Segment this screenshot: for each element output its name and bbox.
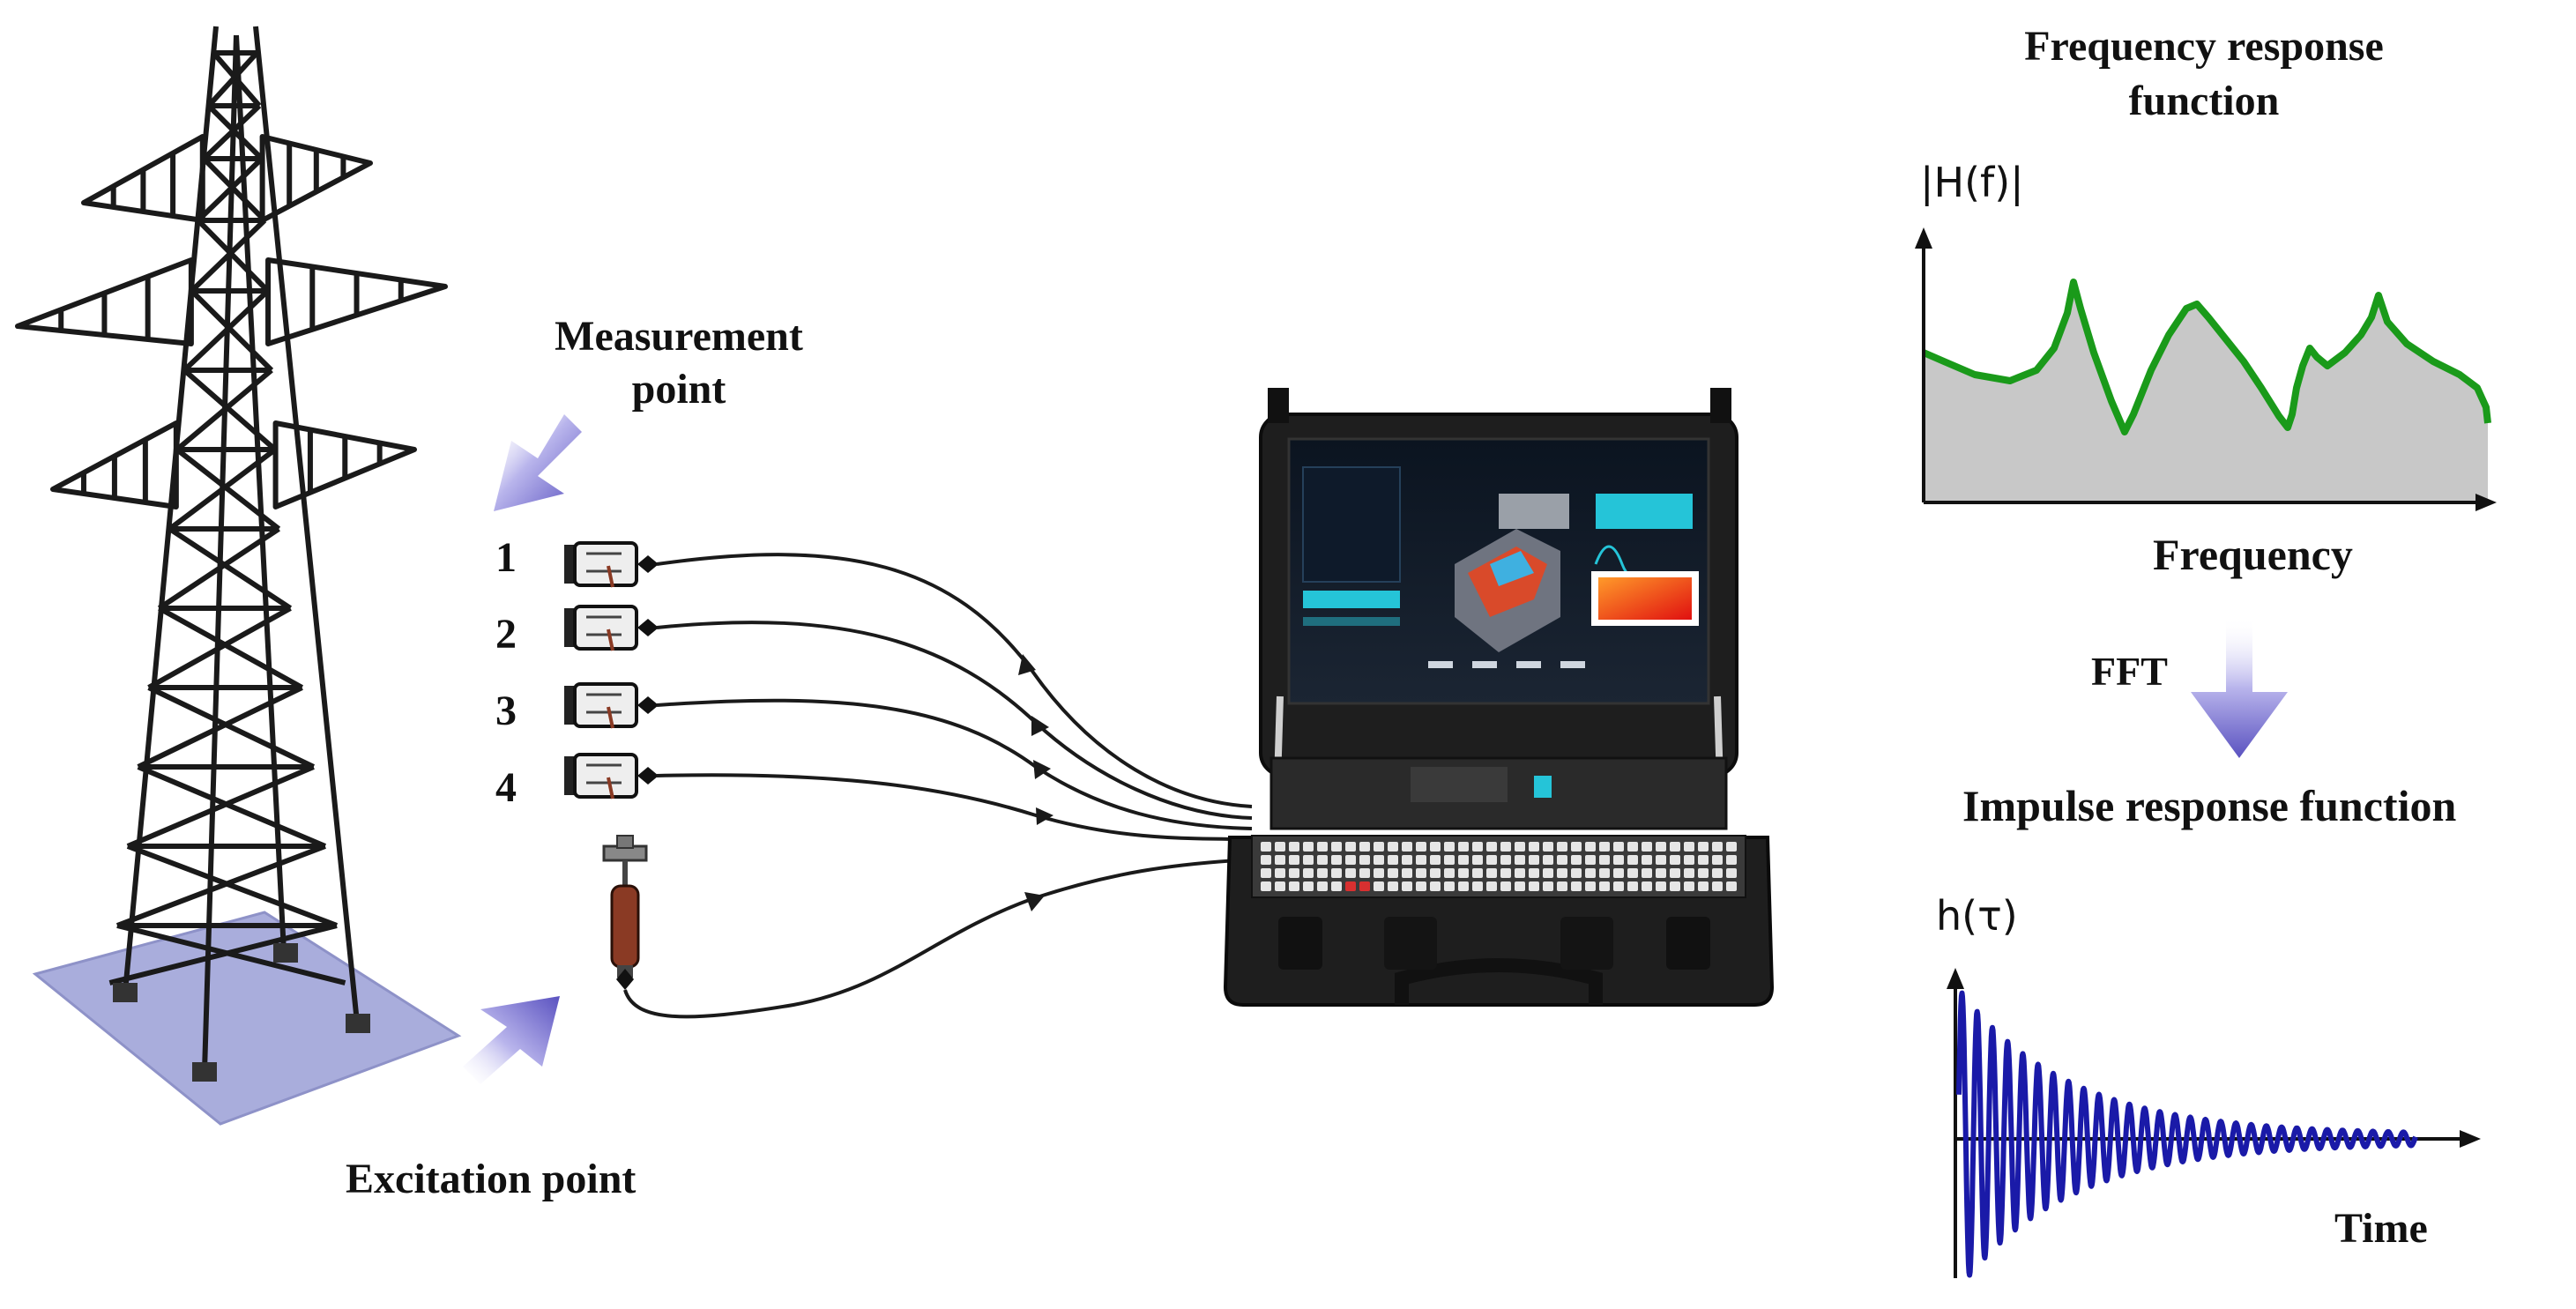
frf-title: Frequency response function bbox=[2019, 19, 2389, 129]
excitation-point-label: Excitation point bbox=[346, 1156, 637, 1202]
irf-x-label: Time bbox=[2334, 1205, 2428, 1252]
accelerometer-icon bbox=[564, 682, 659, 729]
frf-title-line2: function bbox=[2128, 78, 2280, 124]
accelerometer-icon bbox=[564, 605, 659, 651]
sensor-number-1: 1 bbox=[495, 534, 517, 581]
cable-direction-arrows bbox=[1018, 654, 1053, 911]
impact-hammer-icon bbox=[602, 835, 648, 990]
measurement-point-label: Measurement point bbox=[494, 310, 864, 416]
accelerometer-icon bbox=[564, 541, 659, 588]
frf-plot bbox=[1915, 227, 2497, 511]
irf-plot bbox=[1947, 968, 2481, 1278]
sensor-number-3: 3 bbox=[495, 688, 517, 734]
sensor-number-4: 4 bbox=[495, 764, 517, 811]
signal-cables bbox=[623, 553, 1253, 1019]
down-arrow-icon bbox=[494, 414, 582, 511]
sensor-number-2: 2 bbox=[495, 611, 517, 658]
irf-title: Impulse response function bbox=[1962, 781, 2457, 830]
measurement-point-label-line1: Measurement bbox=[555, 313, 803, 360]
down-arrow-icon bbox=[463, 996, 560, 1084]
frf-area bbox=[1924, 282, 2488, 502]
frf-y-label: |H(f)| bbox=[1920, 159, 2024, 206]
transmission-tower-icon bbox=[15, 26, 462, 1126]
frf-title-line1: Frequency response bbox=[2024, 23, 2384, 70]
frf-x-label: Frequency bbox=[2153, 530, 2353, 579]
fft-label: FFT bbox=[2091, 649, 2168, 694]
tower-base-plate bbox=[32, 911, 462, 1126]
frf-curve bbox=[1922, 279, 2491, 435]
measurement-point-label-line2: point bbox=[631, 366, 726, 413]
data-acquisition-case-icon bbox=[1223, 388, 1775, 1007]
irf-curve bbox=[1956, 990, 2418, 1278]
irf-y-label: h(τ) bbox=[1936, 892, 2018, 940]
sensor-array bbox=[564, 541, 659, 800]
down-arrow-icon bbox=[2191, 617, 2288, 758]
accelerometer-icon bbox=[564, 753, 659, 800]
